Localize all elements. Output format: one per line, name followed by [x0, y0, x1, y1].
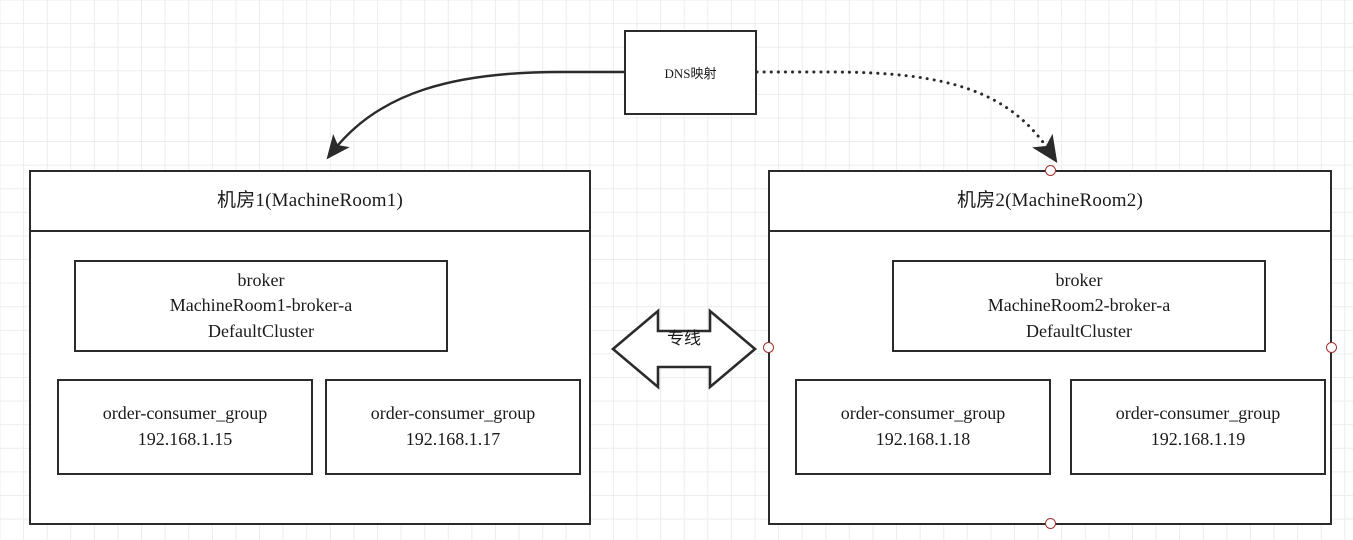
broker-cluster: DefaultCluster	[1026, 320, 1132, 341]
consumer-ip: 192.168.1.18	[875, 429, 971, 449]
dns-to-room1-connector	[326, 70, 626, 160]
machine-room-2-consumer-2[interactable]: order-consumer_group 192.168.1.19	[1070, 379, 1326, 475]
machine-room-1[interactable]: 机房1(MachineRoom1) broker MachineRoom1-br…	[29, 170, 591, 525]
consumer-group-name: order-consumer_group	[840, 403, 1006, 424]
leased-line-shape	[610, 308, 758, 390]
machine-room-1-title: 机房1(MachineRoom1)	[217, 189, 403, 211]
consumer-group-name: order-consumer_group	[370, 403, 536, 424]
consumer-group-name: order-consumer_group	[102, 403, 268, 424]
resize-handle-bottom[interactable]	[1045, 518, 1056, 529]
broker-label: broker	[237, 269, 285, 290]
machine-room-1-consumer-2[interactable]: order-consumer_group 192.168.1.17	[325, 379, 581, 475]
resize-handle-right[interactable]	[1326, 342, 1337, 353]
machine-room-2-header: 机房2(MachineRoom2)	[770, 172, 1330, 232]
broker-name: MachineRoom2-broker-a	[987, 295, 1171, 316]
broker-name: MachineRoom1-broker-a	[169, 295, 353, 316]
broker-cluster: DefaultCluster	[208, 320, 314, 341]
dns-mapping-label: DNS映射	[664, 66, 717, 81]
leased-line-label: 专线	[667, 329, 701, 348]
machine-room-2-broker[interactable]: broker MachineRoom2-broker-a DefaultClus…	[892, 260, 1266, 352]
consumer-group-name: order-consumer_group	[1115, 403, 1281, 424]
dns-mapping-box[interactable]: DNS映射	[624, 30, 757, 115]
machine-room-1-header: 机房1(MachineRoom1)	[31, 172, 589, 232]
machine-room-2-consumer-1[interactable]: order-consumer_group 192.168.1.18	[795, 379, 1051, 475]
consumer-ip: 192.168.1.15	[137, 429, 233, 449]
dns-to-room2-connector	[755, 70, 1058, 163]
resize-handle-top[interactable]	[1045, 165, 1056, 176]
consumer-ip: 192.168.1.17	[405, 429, 501, 449]
broker-label: broker	[1055, 269, 1103, 290]
machine-room-2[interactable]: 机房2(MachineRoom2) broker MachineRoom2-br…	[768, 170, 1332, 525]
resize-handle-left[interactable]	[763, 342, 774, 353]
machine-room-1-broker[interactable]: broker MachineRoom1-broker-a DefaultClus…	[74, 260, 448, 352]
machine-room-2-title: 机房2(MachineRoom2)	[957, 189, 1143, 211]
machine-room-1-consumer-1[interactable]: order-consumer_group 192.168.1.15	[57, 379, 313, 475]
consumer-ip: 192.168.1.19	[1150, 429, 1246, 449]
